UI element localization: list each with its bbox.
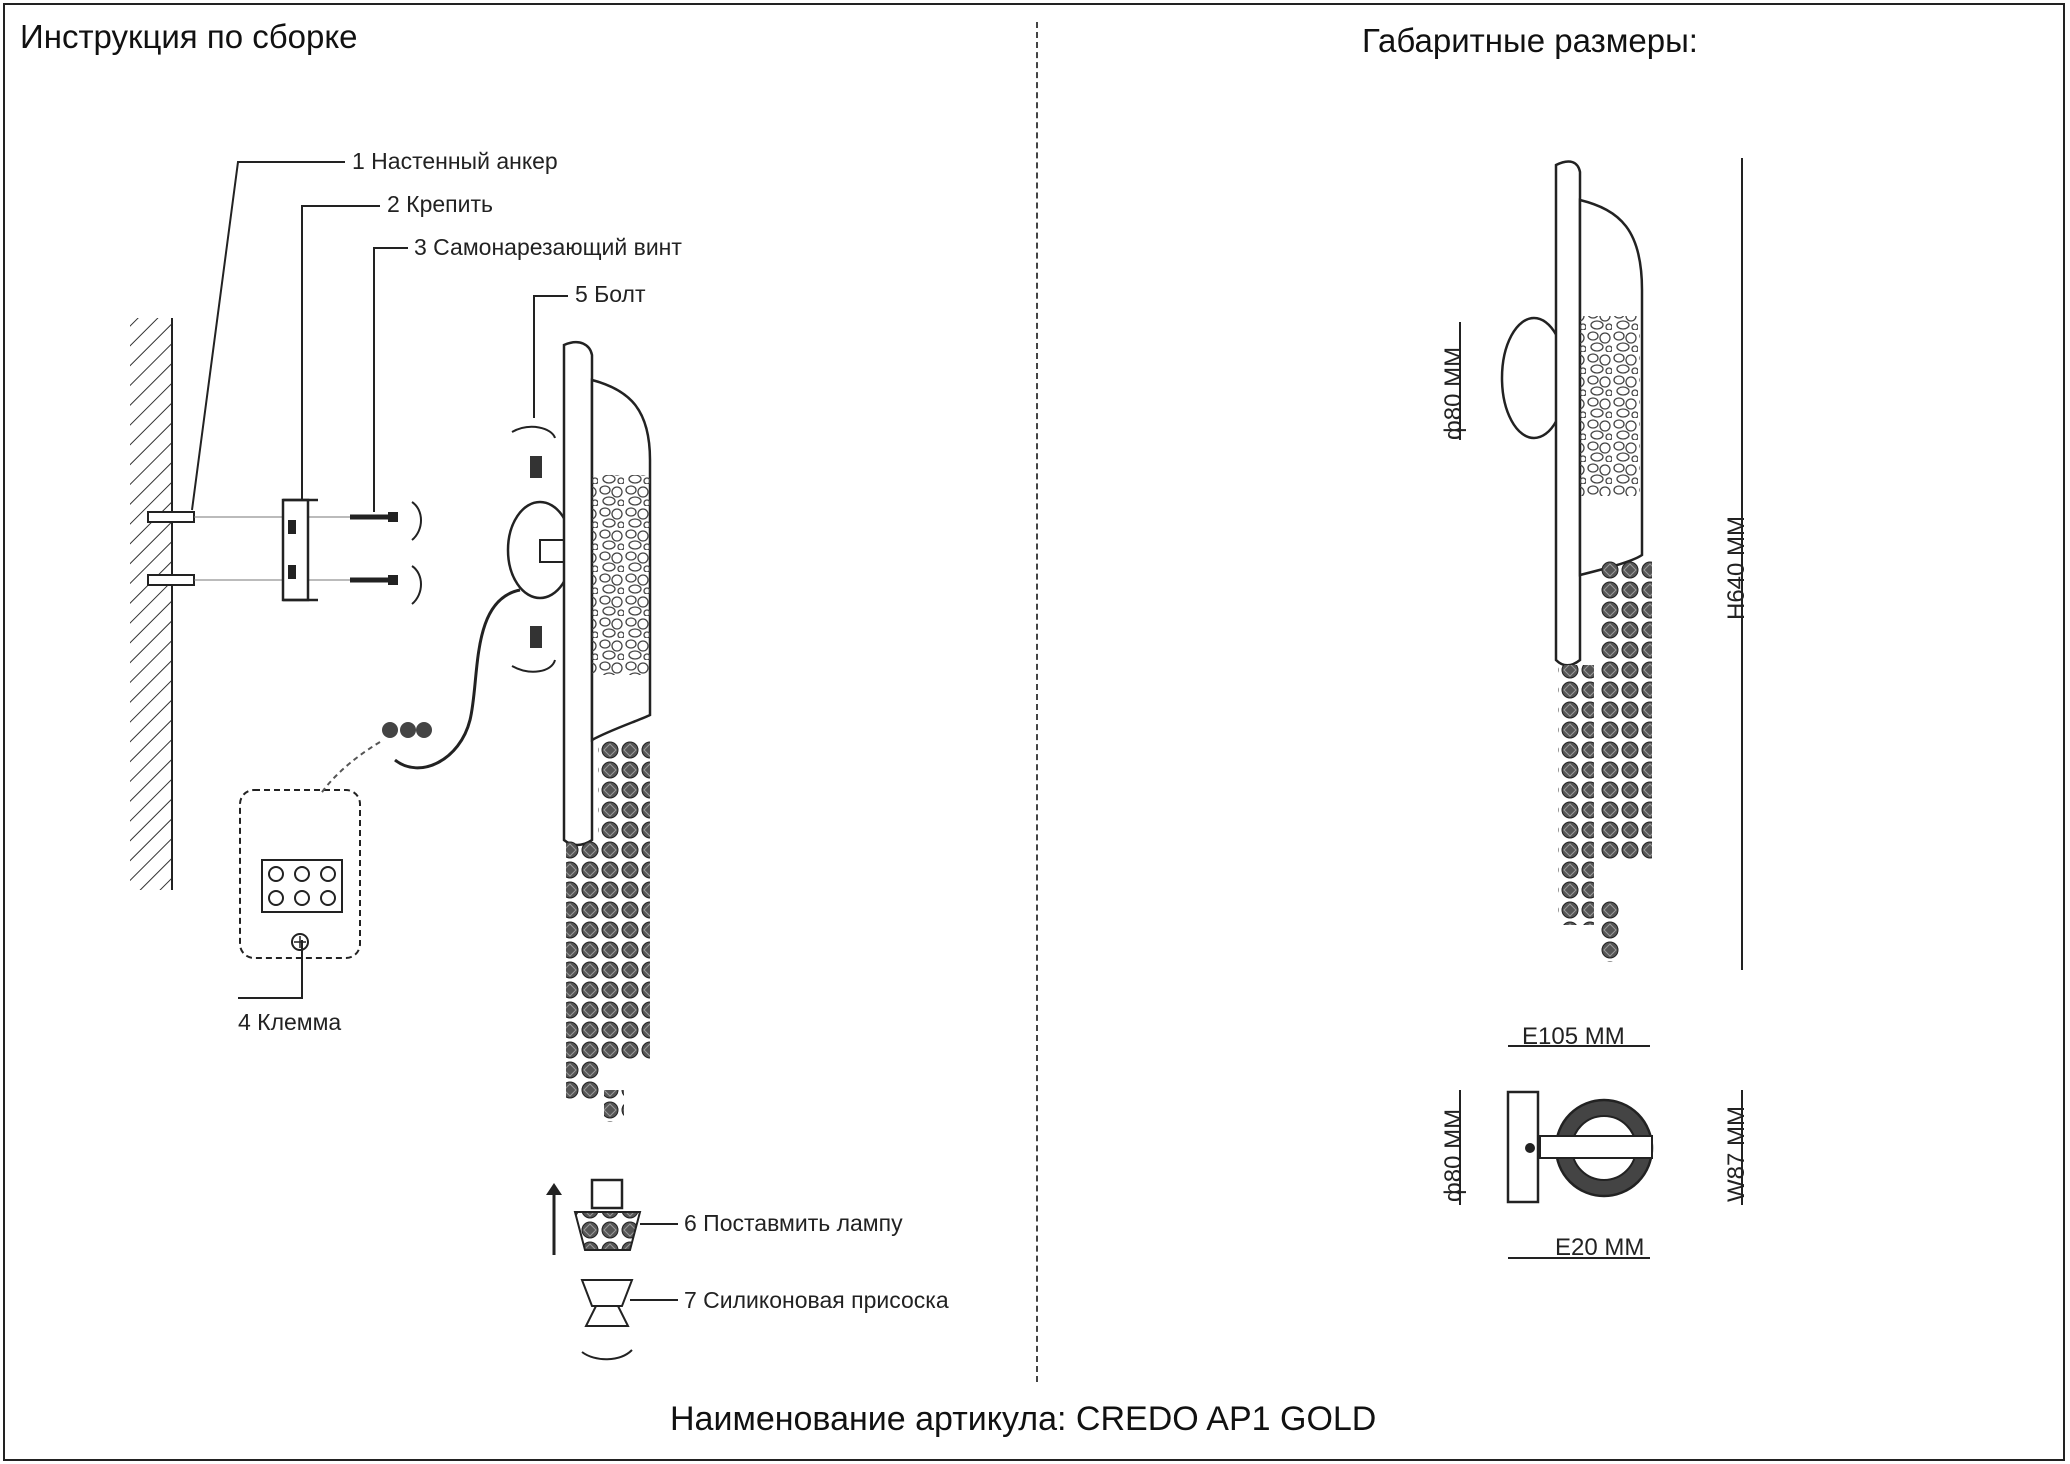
bolts: [511, 425, 556, 673]
power-cable: [319, 588, 521, 796]
label-bolt: 5 Болт: [575, 281, 646, 307]
lamp-body-left: [506, 340, 652, 1122]
label-silicone-cup: 7 Силиконовая присоска: [684, 1287, 949, 1313]
lamp-body-right: [1500, 160, 1652, 962]
top-view: [1506, 1090, 1654, 1204]
wall-hatch: [130, 318, 173, 890]
lamp-bulb: [546, 1178, 642, 1255]
wall-anchors: [147, 511, 360, 586]
article-name: Наименование артикула: CREDO AP1 GOLD: [670, 1400, 1377, 1438]
silicone-cup: [580, 1279, 634, 1361]
dim-extension-bottom: E20 ММ: [1555, 1234, 1645, 1261]
assembly-title: Инструкция по сборке: [20, 18, 358, 55]
page-frame: [3, 3, 2065, 1461]
terminal-block: [239, 789, 361, 959]
label-terminal: 4 Клемма: [238, 1009, 342, 1035]
label-self-tapping-screw: 3 Самонарезающий винт: [414, 234, 682, 260]
mounting-bracket: [281, 498, 318, 602]
label-install-lamp: 6 Поставмить лампу: [684, 1210, 903, 1236]
dimension-lines: [1459, 158, 1743, 1259]
label-wall-anchor: 1 Настенный анкер: [352, 148, 558, 174]
dimensions-title: Габаритные размеры:: [1362, 22, 1698, 59]
self-tapping-screws: [350, 501, 422, 605]
section-divider: [1036, 22, 1038, 1382]
label-bracket: 2 Крепить: [387, 191, 493, 217]
